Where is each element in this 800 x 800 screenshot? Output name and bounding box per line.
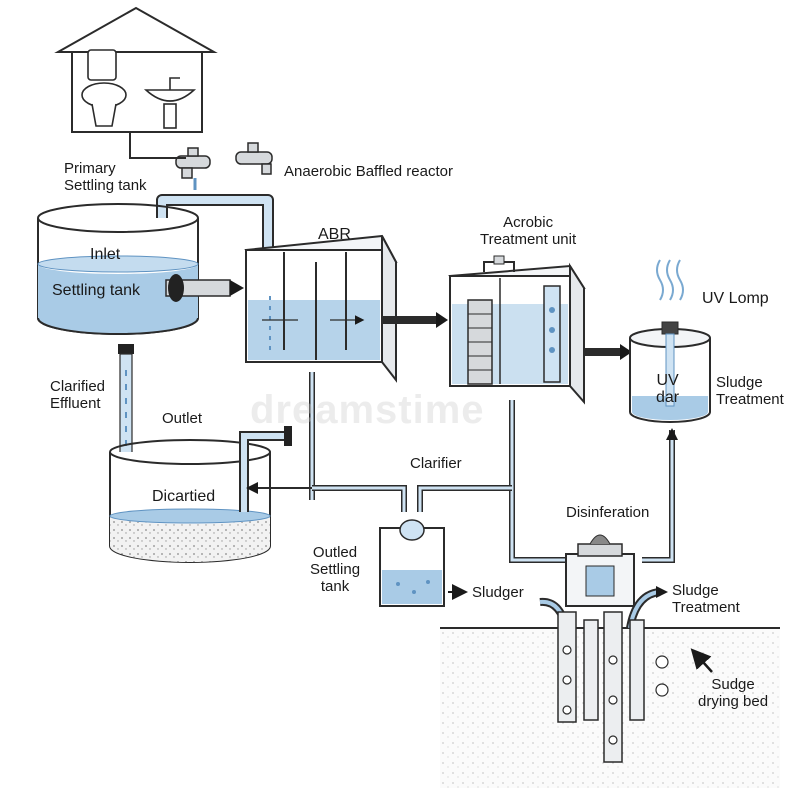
label-anaerobic-baffled-reactor: Anaerobic Baffled reactor [284,163,453,180]
label-aerobic-treatment-unit: Acrobic Treatment unit [480,214,577,248]
label-sludge-treatment-bottom: Sludge Treatment [672,582,740,616]
house [54,6,218,133]
uv-return-pipe [642,430,675,563]
flow-arrow [666,428,678,440]
sink-icon [143,77,197,129]
label-settling-tank: Settling tank [52,282,141,299]
clarified-tank [109,439,271,563]
uv-chamber [629,321,711,423]
label-sludger: Sludger [472,584,524,601]
label-uv-chamber: UV dar [656,372,680,406]
aerobic-bottom-pipe-fill [510,400,582,562]
aerobic-unit [448,255,586,405]
label-uv-lamp: UV Lomp [702,290,769,307]
clarifier-feed-pipe-fill [418,486,512,512]
settling-tank [37,203,199,335]
flow-arrow [620,344,632,360]
label-abr: ABR [318,226,351,243]
drying-pipe-holes [562,645,669,745]
inlet-pipe [165,274,244,302]
disinfection-unit [565,534,635,607]
drying-pipes [557,611,645,763]
outlet-pipe [239,426,292,512]
drying-bed-arrow [690,648,713,673]
label-clarifier: Clarifier [410,455,462,472]
label-outlet: Outlet [162,410,203,427]
flow-arrow [656,586,668,598]
label-primary-settling-tank: Primary Settling tank [64,160,147,194]
clarifier-feed-pipe [312,485,407,512]
house-drain-pipe [129,132,186,159]
toilet-icon [81,49,127,127]
aerobic-bottom-pipe [509,400,582,563]
watermark: dreamstime [250,388,485,432]
label-clarified-effluent: Clarified Effluent [50,378,106,412]
label-disinfection: Disinferation [566,504,650,521]
abr-reactor [244,234,398,383]
clarifier-feed-pipe-fill [312,486,406,512]
flow-arrow [246,482,258,494]
label-inlet: Inlet [90,246,121,263]
flow-arrow [436,312,448,328]
faucet-icon [235,142,273,175]
uv-rays-icon [656,259,684,301]
clarifier-feed-pipe [417,485,512,512]
outlet-settling-tank [379,519,445,607]
label-clarified-tank: Dicartied [152,488,216,505]
label-outlet-settling-tank: Outled Settling tank [310,544,361,595]
uv-return-pipe-fill [642,430,674,562]
faucet-icon [175,147,211,179]
label-sludge-treatment-right: Sludge Treatment [716,374,784,408]
label-sludge-drying-bed: Sudge drying bed [698,676,769,710]
